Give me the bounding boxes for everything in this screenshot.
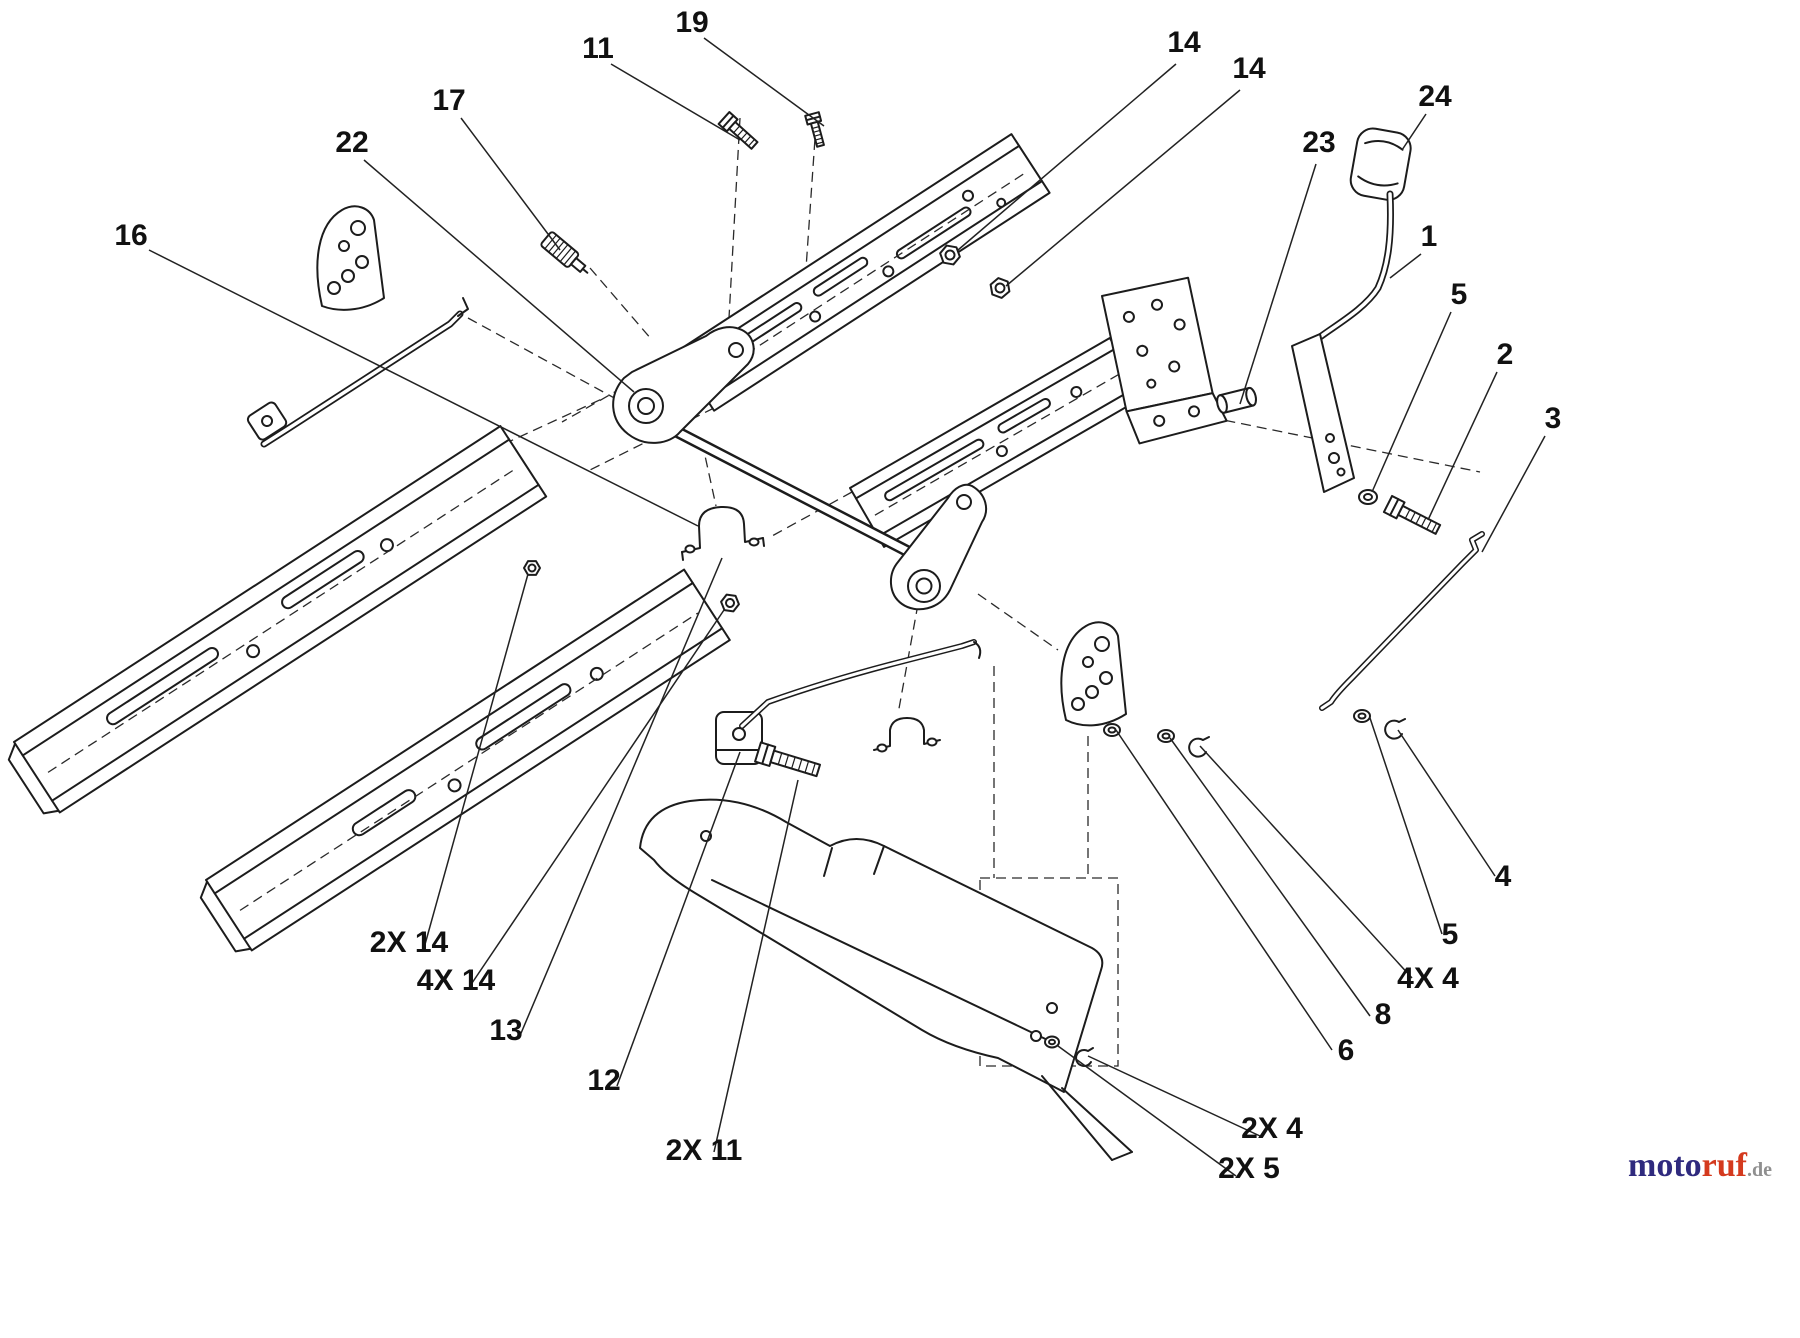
leader-2x14 <box>423 573 529 949</box>
leader-23 <box>1239 163 1317 405</box>
part-knob-24 <box>1349 127 1412 201</box>
callout-4x14: 4X 14 <box>417 964 496 997</box>
part-link-rod-12 <box>739 639 982 729</box>
callout-8: 8 <box>1375 998 1392 1031</box>
part-washer-5-top <box>1358 489 1378 505</box>
callout-12: 12 <box>587 1064 620 1097</box>
part-hex-nut-14-a <box>939 244 961 266</box>
callout-3: 3 <box>1545 402 1562 435</box>
callout-5-top: 5 <box>1451 278 1468 311</box>
part-left-seat-rail-upper <box>7 425 548 815</box>
leader-4x4 <box>1199 745 1413 979</box>
part-top-mount-rail <box>675 133 1051 412</box>
leader-8 <box>1169 737 1371 1017</box>
part-link-rod-3 <box>1319 531 1485 711</box>
leader-19 <box>703 37 825 127</box>
leader-6 <box>1115 729 1333 1051</box>
callout-19: 19 <box>675 6 708 39</box>
logo-segment-1: moto <box>1628 1147 1702 1184</box>
callout-6: 6 <box>1338 1034 1355 1067</box>
leader-12 <box>616 751 741 1087</box>
callout-14-a: 14 <box>1167 26 1201 59</box>
leader-2x4 <box>1087 1055 1261 1137</box>
part-spacer-23 <box>1216 386 1257 414</box>
part-bolt-2 <box>1382 494 1442 535</box>
part-pivot-axle-assembly <box>612 326 988 611</box>
leader-17 <box>460 117 561 251</box>
part-strap-clamp-small <box>873 717 941 753</box>
leader-lines <box>148 37 1546 1177</box>
callout-5-bottom: 5 <box>1442 918 1459 951</box>
leader-14-b <box>1005 89 1241 287</box>
part-clip-4 <box>1384 718 1406 740</box>
callout-4x4: 4X 4 <box>1397 962 1459 995</box>
leader-4 <box>1397 729 1496 877</box>
callout-2x5: 2X 5 <box>1218 1152 1280 1185</box>
part-pivot-bracket-left <box>316 205 385 311</box>
part-hex-nut-left <box>523 560 541 576</box>
part-bolt-11 <box>717 111 759 150</box>
callout-16: 16 <box>114 219 147 252</box>
part-lever-assembly <box>1291 127 1412 493</box>
callout-23: 23 <box>1302 126 1335 159</box>
leader-5-bottom <box>1369 717 1443 935</box>
leader-3 <box>1481 435 1546 553</box>
leader-2 <box>1427 371 1498 521</box>
part-washer-8 <box>1157 729 1175 743</box>
part-pivot-block-12 <box>715 711 763 765</box>
leader-5-top <box>1371 311 1452 493</box>
callout-24: 24 <box>1418 80 1452 113</box>
callouts: 19 11 17 22 16 14 14 24 23 1 5 2 3 4 5 4… <box>114 6 1561 1185</box>
part-hex-nut-center <box>720 593 740 613</box>
callout-2x4: 2X 4 <box>1241 1112 1303 1145</box>
leader-2x5 <box>1057 1045 1237 1177</box>
callout-1: 1 <box>1421 220 1438 253</box>
callout-17: 17 <box>432 84 465 117</box>
callout-2x14: 2X 14 <box>370 926 449 959</box>
part-seat-frame <box>639 798 1133 1161</box>
part-clip-4x4 <box>1188 736 1210 758</box>
callout-14-b: 14 <box>1232 52 1266 85</box>
part-bolt-19 <box>804 111 825 148</box>
part-adjustment-rod-16 <box>246 297 469 448</box>
part-left-seat-rail-lower <box>199 568 731 953</box>
leader-16 <box>148 249 699 527</box>
callout-11: 11 <box>582 32 614 65</box>
part-spring-pin-17 <box>540 231 589 274</box>
part-right-mount-rail <box>849 337 1145 548</box>
leader-4x14 <box>469 609 725 987</box>
callout-2x11: 2X 11 <box>666 1134 743 1167</box>
part-washer-6 <box>1103 723 1121 737</box>
part-right-bracket-plate <box>1101 276 1228 445</box>
leader-24 <box>1401 113 1427 151</box>
leader-13 <box>518 557 723 1039</box>
part-sector-plate-right <box>1060 621 1127 727</box>
part-strap-clamp-center <box>681 505 765 561</box>
callout-13: 13 <box>489 1014 522 1047</box>
logo-motoruf: motoruf.de <box>1628 1147 1772 1184</box>
part-bolt-2x11 <box>754 741 822 778</box>
leader-11 <box>610 63 741 141</box>
callout-4: 4 <box>1495 860 1512 893</box>
leader-1 <box>1389 253 1422 279</box>
logo-segment-2: ruf <box>1702 1147 1748 1184</box>
part-hex-nut-14-b <box>989 277 1011 299</box>
leader-14-a <box>957 63 1177 251</box>
part-washer-5-bottom <box>1353 709 1371 723</box>
leader-22 <box>363 159 635 393</box>
callout-22: 22 <box>335 126 368 159</box>
leader-2x11 <box>713 779 799 1153</box>
logo-segment-3: .de <box>1747 1159 1772 1181</box>
part-washer-2x5 <box>1044 1035 1060 1049</box>
callout-2: 2 <box>1497 338 1514 371</box>
